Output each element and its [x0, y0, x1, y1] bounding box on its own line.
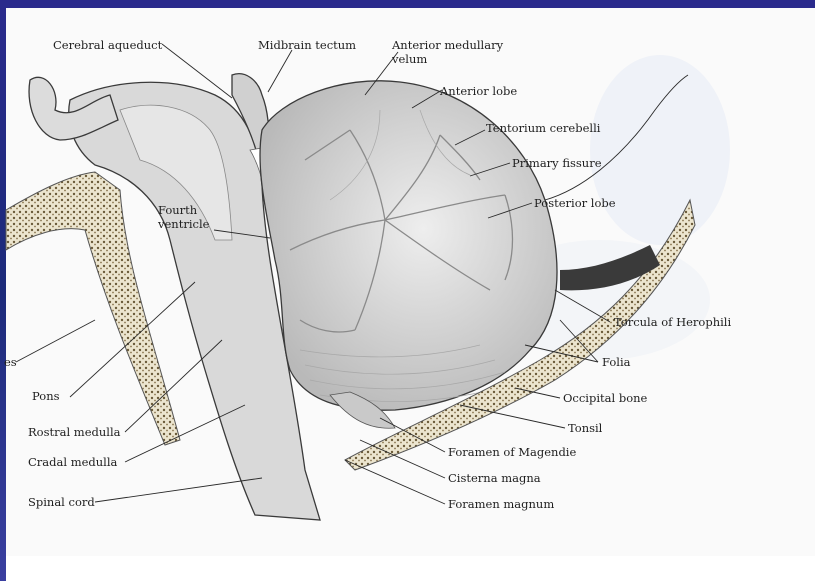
label-torcula-of-herophili: Torcula of Herophili [614, 315, 731, 329]
label-caudal-medulla: Cradal medulla [28, 455, 118, 469]
label-spinal-cord: Spinal cord [28, 495, 95, 509]
label-midbrain-tectum: Midbrain tectum [258, 38, 356, 52]
label-fourth-ventricle-2: ventricle [157, 217, 210, 231]
label-fourth-ventricle: Fourth [158, 203, 198, 217]
label-folia: Folia [602, 355, 631, 369]
bottom-margin [6, 556, 815, 581]
label-cerebral-aqueduct: Cerebral aqueduct [53, 38, 163, 52]
label-cisterna-magna: Cisterna magna [448, 471, 541, 485]
label-occipital-bone: Occipital bone [563, 391, 648, 405]
label-tonsil: Tonsil [568, 421, 603, 435]
label-anterior-medullary-velum-2: velum [391, 52, 427, 66]
label-anterior-lobe: Anterior lobe [439, 84, 517, 98]
label-rostral-medulla: Rostral medulla [28, 425, 121, 439]
ghost-shape [590, 55, 730, 245]
label-cut-left: es [4, 355, 17, 369]
label-pons: Pons [32, 389, 60, 403]
label-primary-fissure: Primary fissure [512, 156, 602, 170]
label-foramen-magnum: Foramen magnum [448, 497, 554, 511]
label-anterior-medullary-velum: Anterior medullary [391, 38, 504, 52]
label-tentorium-cerebelli: Tentorium cerebelli [486, 121, 601, 135]
label-posterior-lobe: Posterior lobe [534, 196, 616, 210]
label-foramen-of-magendie: Foramen of Magendie [448, 445, 576, 459]
